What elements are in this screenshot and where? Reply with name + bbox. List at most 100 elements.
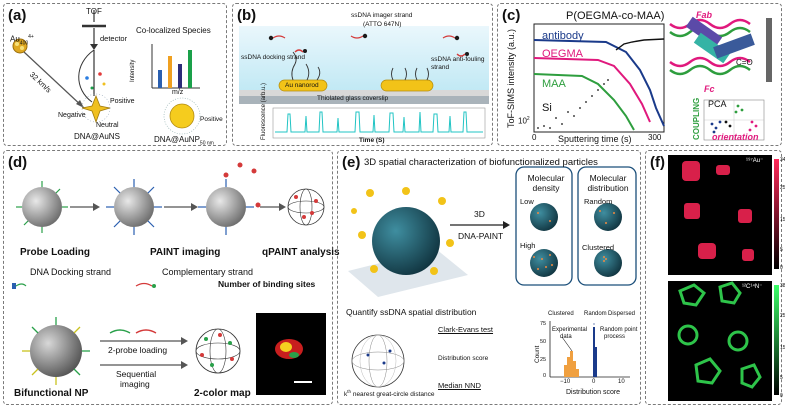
hist-xtick-m10: −10 (560, 379, 571, 385)
sequential-label-1: Sequential (116, 369, 157, 379)
f-top-scale-5: 5 (780, 247, 783, 253)
dna-paint-label-1: 3D (474, 209, 485, 219)
clustered-label: Clustered (582, 243, 615, 252)
panel-d: (d) (3, 150, 340, 405)
c-xtick-300: 300 (648, 133, 662, 142)
co-label: C=O (736, 58, 753, 67)
complementary-label: Complementary strand (162, 267, 254, 277)
density-label: Molecular density (527, 173, 565, 193)
pca-label: PCA (708, 99, 727, 109)
coverslip-label: Thiolated glass coverslip (317, 95, 389, 102)
hist-ytick-0: 0 (543, 373, 547, 379)
fab-label: Fab (696, 10, 713, 20)
c-xtick-0: 0 (532, 133, 537, 142)
f-top-scale-0: 0 (780, 265, 783, 271)
panel-f-graphic (668, 155, 779, 401)
fluorescence-trace (275, 111, 483, 133)
fluorescence-axis-label: Fluorescence (arb.u.) (261, 82, 267, 140)
legend-oegma: OEGMA (542, 48, 583, 60)
panel-e-graphic (348, 166, 637, 388)
coupling-label: COUPLING (692, 97, 701, 140)
negative-label: Negative (58, 112, 86, 119)
two-color-label: 2-color map (194, 388, 251, 399)
hist-xtick-0: 0 (592, 379, 596, 385)
probe-loading-label: Probe Loading (20, 247, 90, 258)
panel-a-graphic (12, 10, 201, 135)
detector-label: detector (100, 34, 128, 43)
chart-c-title: P(OEGMA-co-MAA) (566, 10, 665, 22)
clark-evans-label: Clark-Evans test (438, 325, 494, 334)
panel-f: (f) (645, 150, 785, 405)
tof-label: TOF (86, 7, 102, 16)
f-top-scale-low: 15 (780, 217, 785, 223)
panel-d-graphic (12, 162, 326, 395)
hist-random: Random (584, 311, 607, 317)
imager-label: ssDNA imager strand (351, 12, 413, 19)
mz-axis-label: m/z (172, 89, 184, 96)
qpaint-label: qPAINT analysis (262, 247, 340, 258)
distribution-label: Molecular distribution (587, 173, 629, 193)
docking-label: ssDNA docking strand (241, 54, 305, 61)
f-bottom-scale-0: 0 (780, 393, 783, 399)
hist-clustered: Clustered (548, 311, 574, 317)
antifouling-label-2: strand (431, 64, 450, 71)
panel-label: (c) (502, 7, 521, 24)
e-title: 3D spatial characterization of biofuncti… (364, 157, 598, 168)
f-top-label: ¹⁹⁷Au⁻ (746, 158, 764, 164)
panel-e: (e) (337, 150, 641, 405)
f-bottom-scale-5: 5 (780, 375, 783, 381)
panel-label: (d) (8, 154, 28, 171)
panel-label: (e) (342, 154, 361, 171)
positive-label-1: Positive (110, 98, 135, 105)
legend-si: Si (542, 102, 552, 114)
c-xlabel: Sputtering time (s) (558, 134, 632, 144)
f-top-scale-max: 34 (780, 157, 785, 163)
dna-auns-label: DNA@AuNS (74, 132, 120, 141)
quantify-label: Quantify ssDNA spatial distribution (346, 307, 477, 317)
legend-antibody: antibody (542, 30, 584, 42)
f-bottom-scale-low: 15 (780, 345, 785, 351)
f-top-scale-mid: 25 (780, 185, 785, 191)
au-ion-label: Au4004+ (10, 34, 34, 47)
time-axis-label: Time (S) (359, 137, 385, 144)
hist-ytick-25: 25 (540, 357, 547, 363)
panel-a: (a) Au4004+ (3, 3, 227, 147)
fc-label: Fc (704, 84, 715, 94)
dna-paint-label-2: DNA-PAINT (458, 231, 504, 241)
hist-dispersed: Dispersed (608, 311, 636, 317)
docking-strand-label: DNA Docking strand (30, 267, 112, 277)
panel-c: (c) P(O (497, 3, 782, 146)
bifunctional-label: Bifunctional NP (14, 388, 89, 399)
atto-label: (ATTO 647N) (363, 21, 402, 28)
hist-xlabel: Distribution score (566, 389, 621, 396)
orientation-label: orientation (712, 132, 759, 142)
two-probe-label: 2-probe loading (108, 345, 168, 355)
random-point-label-1: Random point (600, 327, 638, 333)
hist-ytick-50: 50 (540, 339, 547, 345)
panel-label: (b) (237, 7, 257, 24)
neutral-label: Neutral (96, 122, 119, 129)
c-ytick: 102 (518, 116, 530, 126)
f-bottom-scale-max: 38 (780, 283, 785, 289)
high-label: High (520, 241, 536, 250)
distribution-score-label: Distribution score (438, 355, 489, 362)
median-nnd-label: Median NND (438, 381, 481, 390)
random-label: Random (584, 197, 613, 206)
panel-b-graphic (239, 26, 489, 139)
intensity-axis-label: Intensity (130, 59, 136, 82)
antifouling-label-1: ssDNA anti-fouling (431, 56, 485, 63)
experimental-label-1: Experimental (552, 327, 588, 333)
dna-aunp-label: DNA@AuNP50 nm (154, 135, 214, 147)
colocalized-label: Co-localized Species (136, 26, 211, 35)
experimental-label-2: data (560, 334, 572, 340)
panel-c-graphic (533, 16, 772, 141)
c-ylabel: ToF-SIMS intensity (a.u.) (506, 28, 516, 128)
positive-label-2: Positive (200, 116, 223, 123)
f-bottom-label: ¹²C¹⁴N⁻ (742, 284, 763, 290)
legend-maa: MAA (542, 78, 566, 90)
binding-sites-label: Number of binding sites (218, 279, 316, 289)
paint-imaging-label: PAINT imaging (150, 247, 221, 258)
knn-label: kth nearest great-circle distance (344, 389, 435, 399)
sequential-label-2: imaging (120, 379, 150, 389)
nanorod-label: Au nanorod (285, 82, 319, 89)
